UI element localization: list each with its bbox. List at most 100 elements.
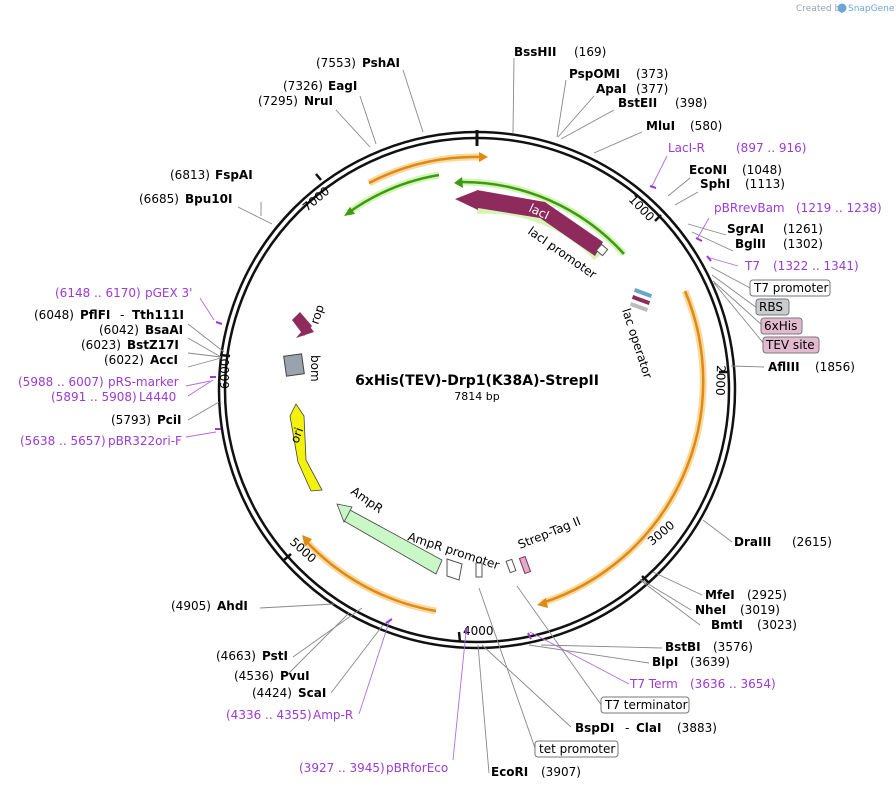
tick-6000: 6000 [218, 358, 232, 389]
box-6xhis: 6xHis [764, 319, 797, 333]
enz-scai: ScaI [298, 686, 326, 700]
enz-bpu10i: Bpu10I [185, 192, 232, 206]
dash-pflfi: - [120, 308, 124, 322]
pos-pvui: (4536) [234, 669, 274, 683]
primer-pbrforeco-range: (3927 .. 3945) [299, 761, 385, 775]
pos-nrui: (7295) [258, 94, 298, 108]
pos-pspomi: (373) [636, 67, 668, 81]
primer-t7term-range: (3636 .. 3654) [690, 677, 776, 691]
pos-bsteii: (398) [675, 96, 707, 110]
enz-bspdi: BspDI [575, 721, 614, 735]
primer-t7: T7 [744, 259, 760, 273]
primer-l4440-range: (5891 .. 5908) [51, 390, 137, 404]
tick-2000: 2000 [713, 365, 728, 396]
orange-feature-arcs [302, 152, 707, 615]
primer-prs: pRS-marker [108, 375, 179, 389]
pos-bstbi: (3576) [713, 640, 753, 654]
enz-eagi: EagI [328, 79, 357, 93]
pos-fspai: (6813) [170, 168, 210, 182]
leader-lines [187, 57, 766, 774]
enz-psti: PstI [262, 649, 288, 663]
primer-l4440: L4440 [139, 390, 176, 404]
enz-acci: AccI [150, 353, 178, 367]
primer-leaders [185, 155, 739, 761]
inner-features [283, 190, 653, 581]
enz-bstz17i: BstZ17I [127, 338, 179, 352]
enz-bstbi: BstBI [665, 640, 701, 654]
enz-sgrai: SgrAI [727, 222, 764, 236]
primer-pgex-range: (6148 .. 6170) [55, 286, 141, 300]
pos-apai: (377) [636, 82, 668, 96]
box-t7-promoter: T7 promoter [753, 281, 829, 295]
pos-pshai: (7553) [316, 56, 356, 70]
rop-label: rop [308, 303, 327, 326]
enz-sphi: SphI [700, 177, 730, 191]
enz-ecori: EcoRI [491, 765, 528, 779]
enz-bsshii: BssHII [514, 45, 556, 59]
pos-blpi: (3639) [690, 655, 730, 669]
enz-clai: ClaI [636, 721, 661, 735]
backbone [217, 130, 737, 650]
created-by-text: Created by [796, 4, 846, 14]
pos-bsshii: (169) [574, 45, 606, 59]
pos-sgrai: (1261) [783, 222, 823, 236]
enz-mlui: MluI [646, 119, 675, 133]
enz-econi: EcoNI [689, 163, 727, 177]
enz-ahdi: AhdI [217, 599, 248, 613]
enz-apai: ApaI [596, 82, 626, 96]
pos-scai: (4424) [252, 686, 292, 700]
bom-label: bom [308, 355, 322, 382]
enz-mfei: MfeI [705, 588, 735, 602]
pos-afliii: (1856) [815, 360, 855, 374]
enz-bsaai: BsaAI [145, 323, 183, 337]
primer-t7-range: (1322 .. 1341) [773, 259, 859, 273]
primer-pbrrevbam: pBRrevBam [714, 201, 785, 215]
pos-bsaai: (6042) [99, 323, 139, 337]
primer-pbrrevbam-range: (1219 .. 1238) [796, 201, 882, 215]
ori-label: ori [288, 426, 306, 445]
enz-nrui: NruI [304, 94, 333, 108]
pos-draiii: (2615) [792, 535, 832, 549]
snapgene-brand: SnapGene [848, 4, 895, 14]
primer-pbr322ori: pBR322ori-F [108, 434, 182, 448]
strep-tag-label: Strep-Tag II [516, 514, 583, 552]
pos-bstz17i: (6023) [81, 338, 121, 352]
primer-laci-r: LacI-R [668, 141, 705, 155]
enz-pspomi: PspOMI [569, 67, 620, 81]
primer-pbr322ori-range: (5638 .. 5657) [20, 434, 106, 448]
primer-ampr-range: (4336 .. 4355) [226, 708, 312, 722]
snapgene-logo-icon [837, 3, 847, 13]
primer-marks [210, 185, 712, 640]
pos-psti: (4663) [216, 649, 256, 663]
primer-pbrforeco: pBRforEco [386, 761, 448, 775]
primer-laci-r-range: (897 .. 916) [736, 141, 806, 155]
enz-pcii: PciI [157, 413, 182, 427]
box-tev-site: TEV site [765, 338, 815, 352]
pos-bglii: (1302) [783, 237, 823, 251]
plasmid-name: 6xHis(TEV)-Drp1(K38A)-StrepII [355, 373, 599, 389]
plasmid-size: 7814 bp [454, 390, 499, 403]
box-t7-terminator: T7 terminator [604, 698, 688, 712]
enzyme-labels: (7553) PshAI BssHII (169) (7326) EagI Ps… [34, 45, 855, 779]
enz-pflfi: PflFI [80, 308, 110, 322]
enz-bmti: BmtI [711, 618, 743, 632]
enz-nhei: NheI [695, 603, 726, 617]
enz-pvui: PvuI [280, 669, 310, 683]
dash-bspdi: - [625, 721, 629, 735]
ampR-label: AmpR [348, 484, 385, 516]
pos-bspdi: (3883) [677, 721, 717, 735]
enz-bsteii: BstEII [618, 96, 657, 110]
enz-afliii: AflIII [768, 360, 800, 374]
pos-mfei: (2925) [747, 588, 787, 602]
tick-4000: 4000 [463, 624, 494, 638]
primer-t7term: T7 Term [629, 677, 678, 691]
tick-1000: 1000 [626, 192, 657, 224]
primer-prs-range: (5988 .. 6007) [18, 375, 104, 389]
green-feature-arcs [344, 171, 627, 257]
enz-draiii: DraIII [734, 535, 771, 549]
enz-bglii: BglII [735, 237, 766, 251]
boxed-labels: T7 promoter RBS 6xHis TEV site T7 termin… [534, 279, 831, 758]
enz-fspai: FspAI [215, 168, 253, 182]
box-rbs: RBS [759, 300, 783, 314]
